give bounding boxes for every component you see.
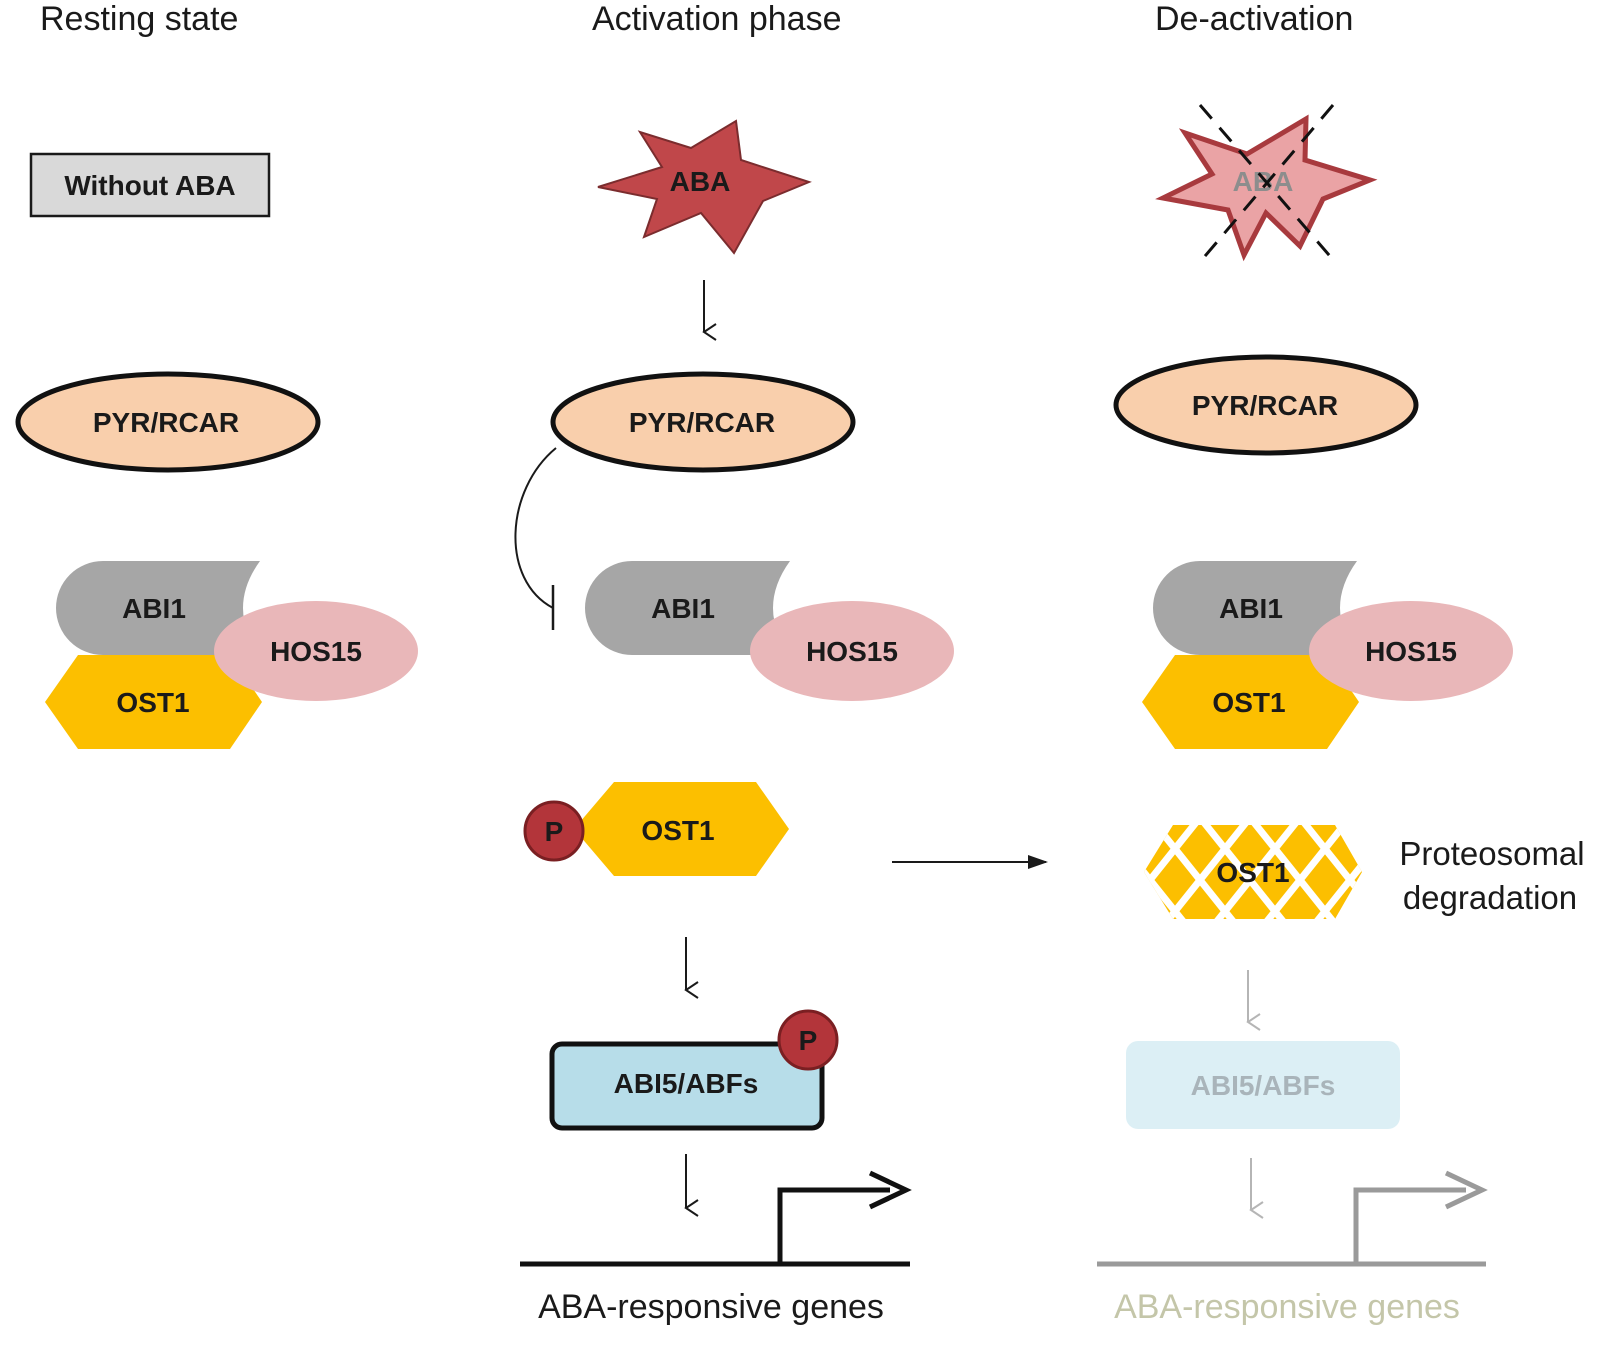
activation-tf-label: ABI5/ABFs — [614, 1068, 759, 1099]
deactivation-cross-line-2 — [1198, 104, 1335, 263]
deactivation-hos15-label: HOS15 — [1365, 636, 1457, 667]
without-aba-box: Without ABA — [29, 152, 271, 218]
resting-pyr-rcar-label: PYR/RCAR — [93, 407, 239, 438]
resting-hos15-shape — [214, 601, 418, 701]
header-resting-state: Resting state — [40, 0, 238, 38]
degraded-ost1: OST1 — [1144, 825, 1362, 919]
deactivation-abi5-abfs: ABI5/ABFs — [1126, 1041, 1400, 1129]
resting-complex: ABI1 OST1 HOS15 — [45, 561, 418, 749]
activation-aba-star: ABA — [597, 119, 812, 255]
activation-abi1-label: ABI1 — [651, 593, 715, 624]
resting-ost1-label: OST1 — [116, 687, 189, 718]
degradation-note-line2: degradation — [1403, 879, 1577, 916]
degraded-ost1-label: OST1 — [1216, 857, 1289, 888]
activation-tf-box — [549, 1041, 825, 1131]
degradation-note-line1: Proteosomal — [1399, 835, 1584, 872]
receptor-inhibits-abi1 — [514, 447, 557, 609]
activation-phospho-label: P — [545, 816, 564, 847]
activation-complex: ABI1 HOS15 — [585, 561, 954, 701]
resting-abi1-shape — [56, 561, 260, 655]
activation-pyr-rcar-label: PYR/RCAR — [629, 407, 775, 438]
deactivation-genes-label: ABA-responsive genes — [1114, 1288, 1460, 1326]
without-aba-label: Without ABA — [64, 170, 235, 201]
activation-hos15-label: HOS15 — [806, 636, 898, 667]
activation-ost1-shape — [574, 782, 789, 876]
deactivation-hos15-shape — [1309, 601, 1513, 701]
deactivation-aba-star: ABA — [1155, 104, 1378, 263]
deactivation-pyr-rcar: PYR/RCAR — [1113, 354, 1419, 456]
activation-abi1-shape — [585, 561, 790, 655]
deactivation-gene-promoter — [1097, 1170, 1488, 1267]
activation-tf-phospho-circle — [777, 1009, 839, 1071]
activation-abi5-abfs: ABI5/ABFs P — [549, 1009, 839, 1131]
deactivation-ost1-label: OST1 — [1212, 687, 1285, 718]
activation-gene-promoter — [520, 1170, 912, 1267]
activation-tf-phospho-label: P — [799, 1025, 818, 1056]
deactivation-abi1-shape — [1153, 561, 1357, 655]
deactivation-ost1-shape — [1142, 655, 1359, 749]
resting-abi1-label: ABI1 — [122, 593, 186, 624]
activation-ost1-label: OST1 — [641, 815, 714, 846]
resting-ost1-shape — [45, 655, 262, 749]
deactivation-pyr-rcar-label: PYR/RCAR — [1192, 390, 1338, 421]
deactivation-tf-box — [1126, 1041, 1400, 1129]
activation-hos15-shape — [750, 601, 954, 701]
deactivation-complex: ABI1 OST1 HOS15 — [1142, 561, 1513, 749]
activation-pyr-rcar: PYR/RCAR — [550, 371, 856, 473]
activation-aba-label: ABA — [670, 166, 731, 197]
activation-phospho-ost1: P OST1 — [523, 782, 789, 876]
activation-phospho-circle — [523, 800, 585, 862]
resting-pyr-rcar: PYR/RCAR — [15, 371, 321, 473]
header-activation-phase: Activation phase — [592, 0, 842, 38]
deactivation-tf-label: ABI5/ABFs — [1191, 1070, 1336, 1101]
header-deactivation: De-activation — [1155, 0, 1353, 38]
resting-hos15-label: HOS15 — [270, 636, 362, 667]
deactivation-abi1-label: ABI1 — [1219, 593, 1283, 624]
deactivation-aba-label: ABA — [1233, 166, 1294, 197]
activation-genes-label: ABA-responsive genes — [538, 1288, 884, 1326]
